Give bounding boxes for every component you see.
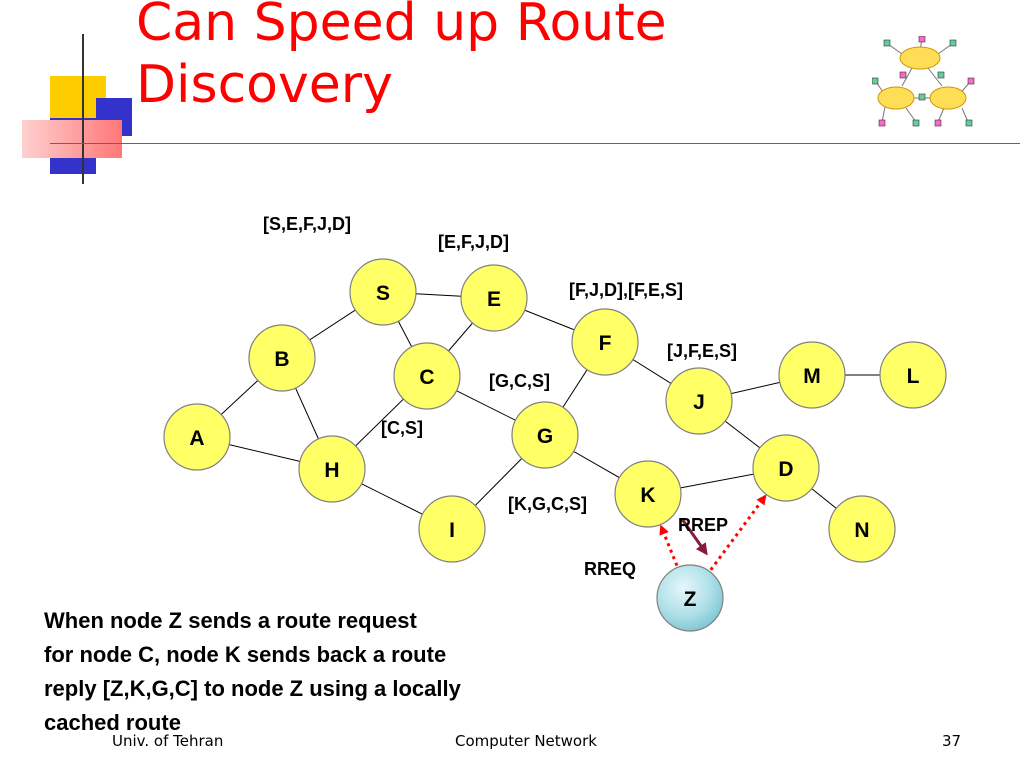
rreq-label: RREQ (584, 559, 636, 579)
node-i: I (418, 495, 486, 563)
node-label: Z (684, 588, 697, 611)
title-line-1: Can Speed up Route (136, 0, 667, 53)
page-title: Can Speed up Route Discovery (136, 0, 667, 116)
node-e: E (460, 264, 528, 332)
node-label: E (487, 288, 501, 311)
footer-left: Univ. of Tehran (112, 732, 224, 750)
route-cache-c: [C,S] (381, 418, 423, 438)
node-label: K (640, 484, 655, 507)
caption-line-1: When node Z sends a route request (44, 608, 417, 633)
node-label: I (449, 519, 455, 542)
node-z: Z (656, 564, 724, 632)
node-circle (418, 495, 486, 563)
caption-line-4: cached route (44, 710, 181, 735)
node-circle (511, 401, 579, 469)
node-circle (248, 324, 316, 392)
node-label: L (907, 365, 920, 388)
title-line-2: Discovery (136, 55, 393, 115)
node-label: F (599, 332, 612, 355)
caption-line-3: reply [Z,K,G,C] to node Z using a locall… (44, 676, 461, 701)
node-a: A (163, 403, 231, 471)
node-b: B (248, 324, 316, 392)
node-circle (665, 367, 733, 435)
node-circle (656, 564, 724, 632)
node-circle (614, 460, 682, 528)
node-label: N (854, 519, 869, 542)
node-label: J (693, 391, 705, 414)
route-cache-k: [K,G,C,S] (508, 494, 587, 514)
node-circle (298, 435, 366, 503)
node-label: D (778, 458, 793, 481)
node-label: G (537, 425, 553, 448)
node-circle (752, 434, 820, 502)
node-label: B (274, 348, 289, 371)
node-c: C (393, 342, 461, 410)
route-cache-s: [S,E,F,J,D] (263, 214, 351, 234)
route-cache-g: [G,C,S] (489, 371, 550, 391)
node-circle (460, 264, 528, 332)
node-circle (778, 341, 846, 409)
node-label: C (419, 366, 434, 389)
arrows-layer (659, 494, 767, 571)
node-circle (828, 495, 896, 563)
node-m: M (778, 341, 846, 409)
route-cache-f: [F,J,D],[F,E,S] (569, 280, 683, 300)
node-s: S (349, 258, 417, 326)
decor-vertical-line (82, 34, 84, 184)
node-label: S (376, 282, 390, 305)
rreq-arrow-to-d (709, 494, 767, 571)
footer-page-number: 37 (942, 732, 962, 750)
rrep-arrow (680, 518, 708, 556)
footer-center: Computer Network (455, 732, 597, 750)
node-f: F (571, 308, 639, 376)
node-label: H (324, 459, 339, 482)
node-j: J (665, 367, 733, 435)
node-h: H (298, 435, 366, 503)
route-cache-e: [E,F,J,D] (438, 232, 509, 252)
rrep-label: RREP (678, 515, 728, 535)
node-circle (349, 258, 417, 326)
node-circle (163, 403, 231, 471)
network-clouds-icon (872, 36, 975, 127)
node-l: L (879, 341, 947, 409)
node-label: A (189, 427, 204, 450)
caption: When node Z sends a route request for no… (44, 604, 604, 740)
decor-horizontal-line (50, 143, 1020, 144)
node-circle (571, 308, 639, 376)
caption-line-2: for node C, node K sends back a route (44, 642, 447, 667)
route-cache-labels: [S,E,F,J,D] [E,F,J,D] [F,J,D],[F,E,S] [J,F,… (263, 214, 737, 514)
route-cache-j: [J,F,E,S] (667, 341, 737, 361)
node-label: M (803, 365, 821, 388)
node-d: D (752, 434, 820, 502)
nodes-layer: S E F B C M L J A G H D K I N Z (163, 258, 947, 632)
node-g: G (511, 401, 579, 469)
rreq-arrow-to-k (659, 524, 679, 567)
decor-pink-bar (22, 120, 122, 158)
node-n: N (828, 495, 896, 563)
node-circle (879, 341, 947, 409)
node-circle (393, 342, 461, 410)
node-k: K (614, 460, 682, 528)
